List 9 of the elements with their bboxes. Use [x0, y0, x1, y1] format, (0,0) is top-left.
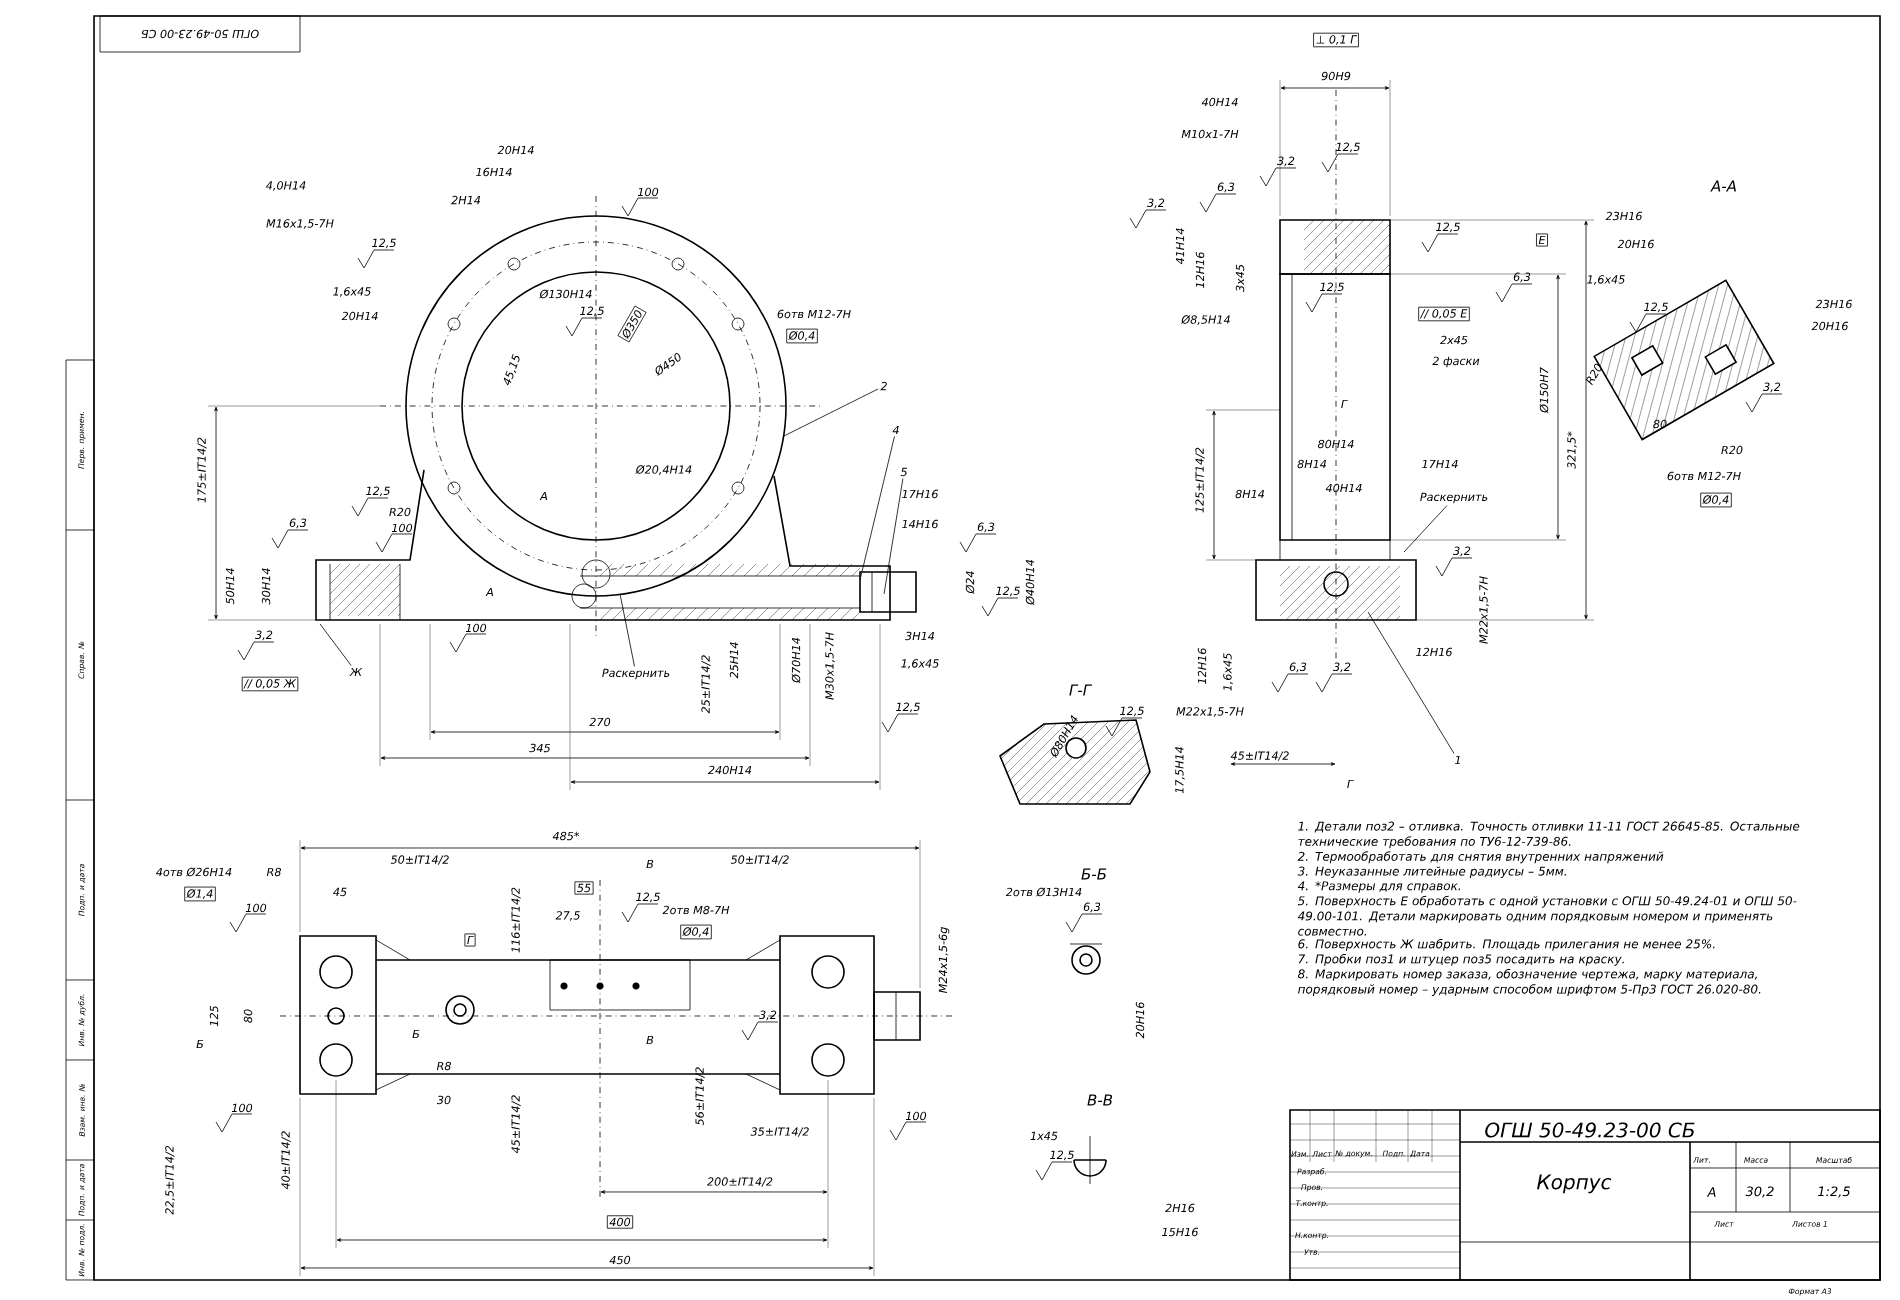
leader-line	[883, 478, 904, 595]
leader-line	[783, 388, 879, 437]
leader-line	[859, 436, 895, 581]
title-text: Корпус	[1537, 1174, 1612, 1194]
title-text: ОГШ 50-49.23-00 СБ	[1485, 1122, 1695, 1138]
leader-line	[1403, 505, 1448, 553]
leader-line	[1367, 611, 1455, 754]
leader-line	[619, 593, 635, 667]
leader-line	[319, 623, 352, 666]
